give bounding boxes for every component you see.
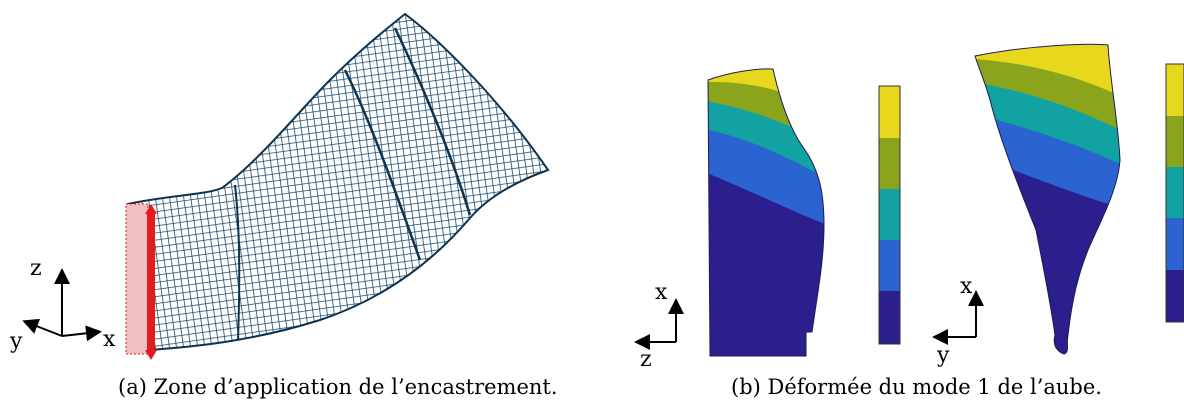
colorbar-frame [1165,63,1184,323]
mesh-surface [127,12,550,351]
mesh-section-line [234,184,241,341]
axes-triad-a [22,268,102,342]
axis-x-label: x [960,274,973,299]
color-band [975,44,1120,100]
colorbar-segment [1166,64,1184,116]
axis-y-label: y [937,343,950,368]
mode1-view2 [975,44,1120,355]
axes-triad-b2 [932,290,984,345]
colorbar-segment [879,86,900,138]
caption-panel-b: (b) Déformée du mode 1 de l’aube. [731,375,1102,399]
mesh-section-line [343,69,422,261]
colorbar-segment [879,240,900,291]
colorbar-1 [878,85,901,345]
axis-z-label: z [640,347,652,372]
clamp-zone [125,203,157,360]
colorbar-segment [879,189,900,240]
blade-mesh [127,12,550,351]
colorbar-segment [1166,218,1184,270]
clamp-arrow-top [145,204,157,214]
colorbar-segment [879,138,900,189]
caption-panel-a: (a) Zone d’application de l’encastrement… [118,375,558,399]
mode1-view1 [708,68,824,356]
clamp-hatch [125,203,149,355]
colorbar-2 [1165,63,1184,323]
axis-y-label: y [10,329,23,354]
axis-z-label: z [30,256,42,281]
mode1-view1-outline [707,68,825,357]
axis-y-arrow [22,318,63,337]
axes-triad-b1 [634,298,684,350]
axis-x-label: x [103,327,116,352]
colorbar-segment [1166,116,1184,167]
clamp-arrow-bottom [145,350,157,360]
mode1-view2-outline [974,43,1121,355]
colorbar-frame [878,85,901,345]
mesh-section-line [393,27,472,216]
axis-x-label: x [655,280,668,305]
colorbar-segment [1166,167,1184,218]
colorbar-segment [1166,270,1184,322]
axis-x-arrow [61,325,102,342]
colorbar-segment [879,291,900,344]
